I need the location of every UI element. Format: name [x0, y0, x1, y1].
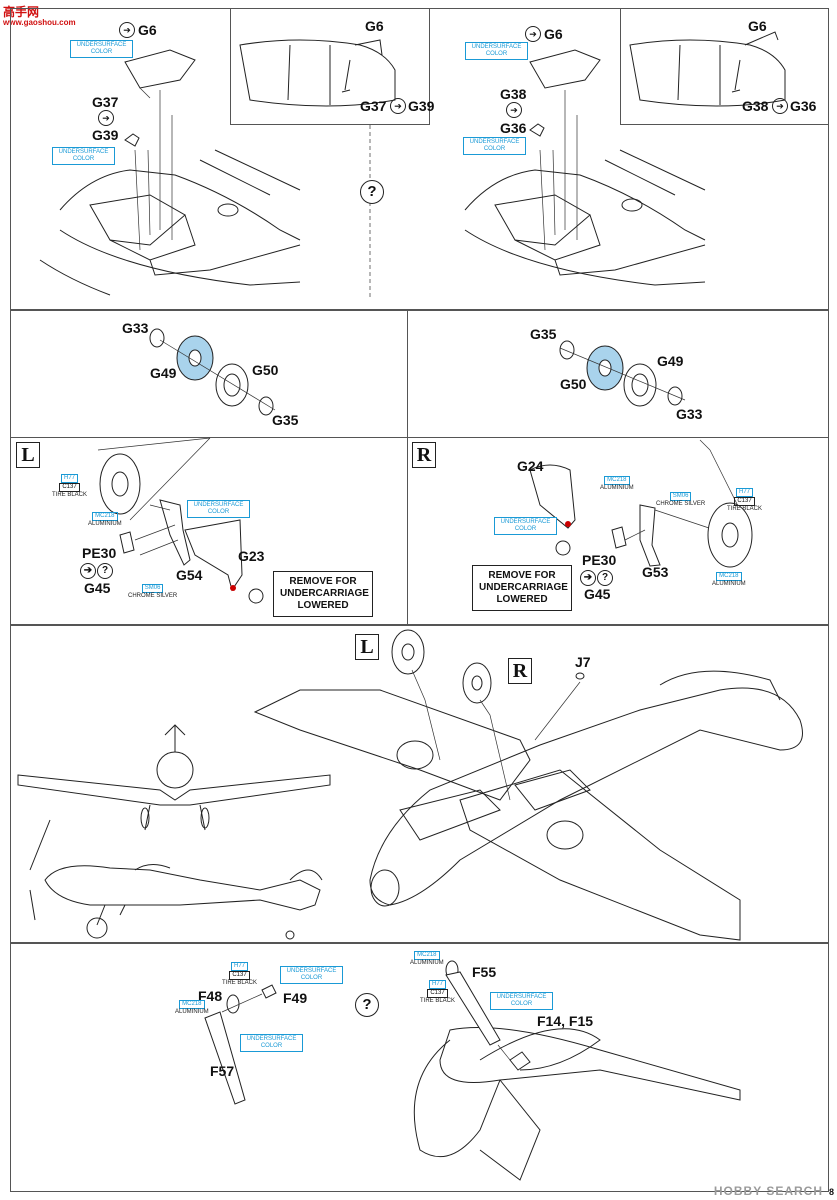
part-label-g36-inset: G36: [790, 98, 817, 114]
part-label-g54: G54: [176, 567, 203, 583]
part-label-g35: G35: [530, 326, 557, 342]
part-label-g24: G24: [517, 458, 544, 474]
part-label-f14-f15: F14, F15: [537, 1013, 594, 1029]
part-label-g23: G23: [238, 548, 265, 564]
part-label-f57: F57: [210, 1063, 235, 1079]
cement-icon: ➔: [119, 22, 135, 38]
part-label-g45: G45: [584, 586, 611, 602]
color-callout-undersurface: UNDERSURFACE COLOR: [70, 40, 133, 58]
aircraft-drawing: [17, 629, 803, 941]
part-label-g38: G38: [500, 86, 527, 102]
part-label-g50: G50: [560, 376, 587, 392]
part-label-g49: G49: [657, 353, 684, 369]
option-question-icon: ?: [360, 180, 384, 204]
part-label-g39: G39: [92, 127, 119, 143]
cement-icon: ➔: [98, 110, 114, 126]
part-label-g6-inset: G6: [748, 18, 767, 34]
part-label-g50: G50: [252, 362, 279, 378]
part-label-g35: G35: [272, 412, 299, 428]
detail-inset-left: [230, 8, 430, 125]
side-marker-right: R: [508, 658, 532, 684]
option-question-icon: ?: [355, 993, 379, 1017]
color-callout-undersurface: UNDERSURFACE COLOR: [465, 42, 528, 60]
remove-note-right: REMOVE FOR UNDERCARRIAGE LOWERED: [472, 565, 572, 611]
cement-icon: ➔: [580, 570, 596, 586]
side-marker-left: L: [355, 634, 379, 660]
part-label-g6-inset: G6: [365, 18, 384, 34]
panel-divider: [407, 310, 408, 625]
color-callout-undersurface: UNDERSURFACE COLOR: [187, 500, 250, 518]
top-left-drawing: [39, 31, 786, 300]
part-label-f55: F55: [472, 964, 497, 980]
site-logo-url: www.gaoshou.com: [3, 18, 76, 27]
part-label-g49: G49: [150, 365, 177, 381]
color-callout-undersurface: UNDERSURFACE COLOR: [463, 137, 526, 155]
step-panel-main: [10, 625, 829, 943]
part-label-g6: G6: [544, 26, 563, 42]
step-panel-tail: [10, 943, 829, 1192]
part-label-g6: G6: [138, 22, 157, 38]
wheel-drawings: [97, 328, 753, 604]
part-label-g36: G36: [500, 120, 527, 136]
remove-note-left: REMOVE FOR UNDERCARRIAGE LOWERED: [273, 571, 373, 617]
option-question-icon: ?: [97, 563, 113, 579]
part-label-g33: G33: [122, 320, 149, 336]
panel-divider-h: [10, 437, 829, 438]
step-panel-wheels: [10, 310, 829, 625]
part-label-g33: G33: [676, 406, 703, 422]
part-label-f49: F49: [283, 990, 308, 1006]
part-label-pe30: PE30: [582, 552, 617, 568]
side-marker-left: L: [16, 442, 40, 468]
option-question-icon: ?: [597, 570, 613, 586]
side-marker-right: R: [412, 442, 436, 468]
part-label-pe30: PE30: [82, 545, 117, 561]
color-callout-undersurface: UNDERSURFACE COLOR: [494, 517, 557, 535]
cement-icon: ➔: [772, 98, 788, 114]
part-label-j7: J7: [575, 654, 591, 670]
color-callout-undersurface: UNDERSURFACE COLOR: [490, 992, 553, 1010]
part-label-g39-inset: G39: [408, 98, 435, 114]
cement-icon: ➔: [390, 98, 406, 114]
cement-icon: ➔: [80, 563, 96, 579]
part-label-g37-inset: G37: [360, 98, 387, 114]
cement-icon: ➔: [506, 102, 522, 118]
part-label-g53: G53: [642, 564, 669, 580]
watermark: HOBBY SEARCH: [713, 1184, 823, 1198]
part-label-g45: G45: [84, 580, 111, 596]
part-label-g38-inset: G38: [742, 98, 769, 114]
color-callout-undersurface: UNDERSURFACE COLOR: [52, 147, 115, 165]
cement-icon: ➔: [525, 26, 541, 42]
part-label-g37: G37: [92, 94, 119, 110]
color-callout-undersurface: UNDERSURFACE COLOR: [280, 966, 343, 984]
color-callout-undersurface: UNDERSURFACE COLOR: [240, 1034, 303, 1052]
page-number: 8: [828, 1187, 834, 1197]
detail-inset-right: [620, 8, 829, 125]
